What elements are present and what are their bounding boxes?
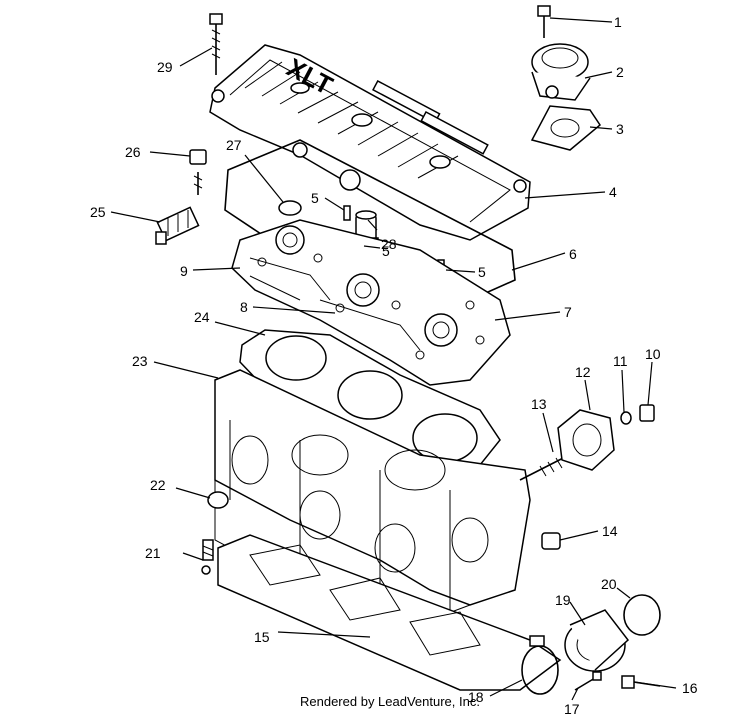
nut-14 (541, 532, 561, 550)
callout-10: 10 (645, 346, 661, 362)
dowel-pin-5a (343, 205, 351, 221)
callout-29: 29 (157, 59, 173, 75)
nut-10 (639, 404, 655, 422)
callout-numbers: 1 2 3 4 5 5 5 6 7 8 9 10 11 12 13 14 15 … (90, 14, 698, 717)
callout-26: 26 (125, 144, 141, 160)
callout-2: 2 (616, 64, 624, 80)
callout-3: 3 (616, 121, 624, 137)
callout-5b: 5 (382, 243, 390, 259)
callout-9: 9 (180, 263, 188, 279)
callout-20: 20 (601, 576, 617, 592)
callout-18: 18 (468, 689, 484, 705)
plug-22 (207, 491, 229, 509)
clamp-18 (521, 635, 559, 695)
footer-credit: Rendered by LeadVenture, Inc. (300, 694, 480, 709)
callout-6: 6 (569, 246, 577, 262)
callout-24: 24 (194, 309, 210, 325)
callout-17: 17 (564, 701, 580, 717)
o-ring-20 (623, 594, 661, 636)
cylinder-head-cover: XLT (209, 44, 531, 241)
cover-plate-12 (557, 409, 615, 471)
callout-4: 4 (609, 184, 617, 200)
callout-7: 7 (564, 304, 572, 320)
callout-1: 1 (614, 14, 622, 30)
callout-23: 23 (132, 353, 148, 369)
thermostat-housing-2 (531, 43, 591, 101)
o-ring-27 (278, 200, 302, 216)
bolt-29 (209, 13, 223, 75)
spark-plug-25 (155, 206, 200, 245)
screw-17 (574, 671, 602, 691)
bolt-1 (537, 5, 551, 38)
callout-5a: 5 (311, 190, 319, 206)
housing-gasket-3 (530, 105, 601, 151)
washer-11 (620, 411, 632, 425)
callout-5c: 5 (478, 264, 486, 280)
callout-14: 14 (602, 523, 618, 539)
manifold-19 (564, 609, 630, 672)
callout-28: 28 (381, 236, 397, 252)
callout-15: 15 (254, 629, 270, 645)
callout-8: 8 (240, 299, 248, 315)
callout-19: 19 (555, 592, 571, 608)
fitting-21 (201, 539, 214, 575)
leader-lines (110, 17, 677, 701)
callout-13: 13 (531, 396, 547, 412)
callout-27: 27 (226, 137, 242, 153)
callout-21: 21 (145, 545, 161, 561)
base-gasket-15 (217, 534, 562, 691)
callout-22: 22 (150, 477, 166, 493)
head-gasket-24 (239, 329, 501, 476)
cylinder-head (231, 219, 511, 386)
callout-25: 25 (90, 204, 106, 220)
callout-12: 12 (575, 364, 591, 380)
callout-16: 16 (682, 680, 698, 696)
nut-26 (189, 149, 207, 195)
bolt-16 (621, 675, 661, 689)
callout-11: 11 (613, 353, 628, 369)
